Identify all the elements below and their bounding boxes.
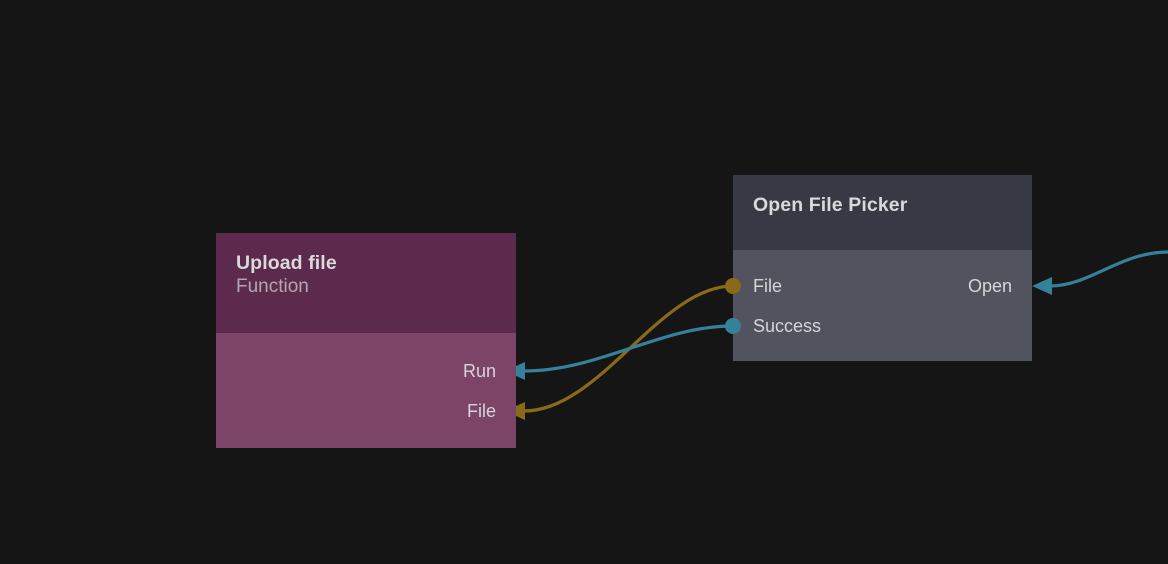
node-open-file-picker-title: Open File Picker <box>753 194 908 216</box>
port-upload-file-in-file[interactable]: File <box>467 401 496 421</box>
port-open-file-picker-out-file[interactable]: File <box>753 276 782 296</box>
connection-success-to-run <box>522 324 735 373</box>
node-open-file-picker-header[interactable]: Open File Picker <box>733 175 1032 250</box>
port-label-run: Run <box>462 361 496 381</box>
port-label-open: Open <box>967 276 1012 296</box>
port-label-file-out: File <box>753 276 783 296</box>
node-upload-file-header[interactable]: Upload file Function <box>216 233 516 333</box>
node-upload-file-title: Upload file <box>236 252 337 274</box>
port-upload-file-in-run[interactable]: Run <box>463 361 496 381</box>
port-open-file-picker-out-success[interactable]: Success <box>753 316 821 336</box>
port-label-success: Success <box>753 316 822 336</box>
node-upload-file-body: Run File <box>216 333 516 448</box>
connection-file-to-file <box>522 284 735 413</box>
arrowhead-open-input <box>1032 277 1052 295</box>
port-dot-file-out[interactable] <box>725 278 741 294</box>
connection-offscreen-to-open <box>1048 250 1168 288</box>
node-open-file-picker-body: File Success Open <box>725 250 1032 361</box>
node-upload-file-subtitle: Function <box>236 276 309 297</box>
port-dot-success-out[interactable] <box>725 318 741 334</box>
node-upload-file[interactable]: Upload file Function Run File <box>216 233 516 448</box>
node-open-file-picker[interactable]: Open File Picker File Success Open <box>725 175 1032 361</box>
port-label-file-in: File <box>466 401 496 421</box>
port-open-file-picker-in-open[interactable]: Open <box>968 276 1012 296</box>
